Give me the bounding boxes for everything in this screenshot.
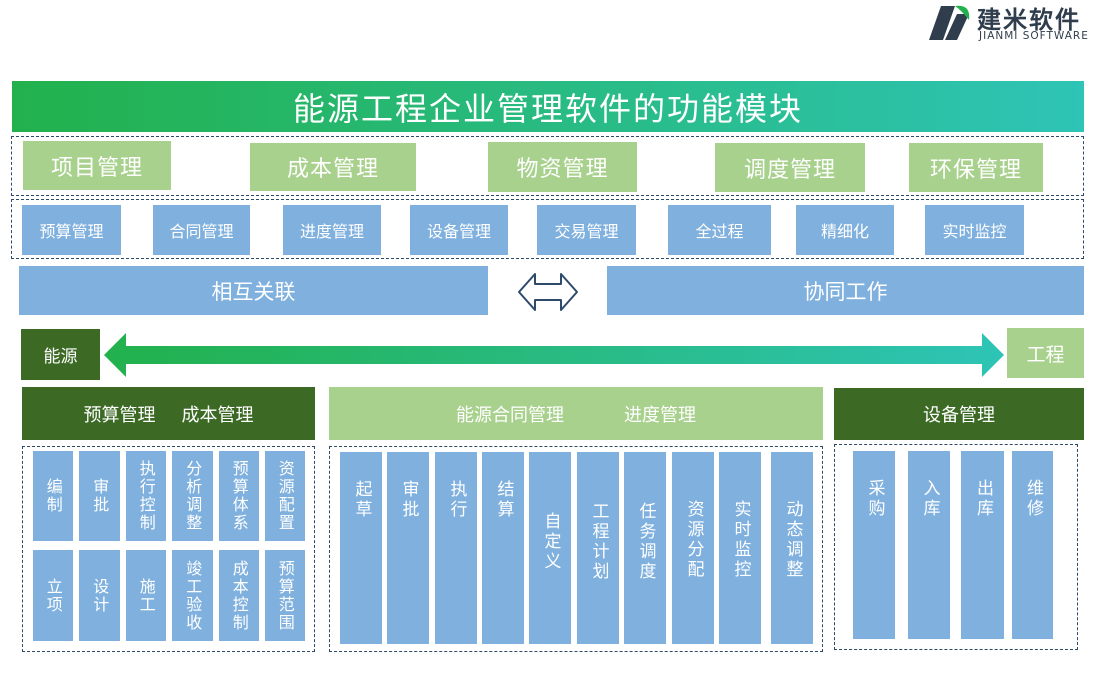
module-material: 物资管理 — [488, 142, 637, 192]
brand-logo-icon — [929, 5, 970, 40]
right-label: 出库 — [972, 479, 993, 519]
module-realtime-monitor: 实时监控 — [925, 205, 1024, 255]
mid-cell: 实时监控 — [719, 452, 761, 644]
right-cell: 维修 — [1012, 451, 1053, 639]
brand-logo: 建米软件 JIANMI SOFTWARE — [925, 0, 1100, 46]
mid-label: 执行 — [446, 480, 467, 520]
double-arrow-icon — [518, 273, 578, 311]
left-bottom-cell: 成本控制 — [219, 550, 259, 641]
module-project: 项目管理 — [23, 141, 171, 190]
cost-header-label: 成本管理 — [181, 404, 254, 426]
mid-cell: 资源分配 — [672, 452, 714, 644]
right-label: 采购 — [864, 479, 885, 519]
mid-cell: 起草 — [340, 452, 382, 644]
left-top-label: 资源配置 — [275, 460, 295, 532]
left-top-cell: 资源配置 — [265, 451, 305, 541]
contract-progress-header: 能源合同管理 进度管理 — [329, 387, 823, 440]
module-environment: 环保管理 — [909, 143, 1043, 192]
left-bottom-cell: 设计 — [79, 550, 120, 641]
left-top-cell: 审批 — [79, 451, 120, 541]
right-label: 入库 — [919, 479, 940, 519]
left-top-label: 预算体系 — [229, 460, 249, 532]
right-cell: 入库 — [908, 451, 950, 639]
left-top-label: 编制 — [43, 478, 63, 514]
left-top-label: 分析调整 — [183, 460, 203, 532]
budget-cost-header: 预算管理 成本管理 — [22, 387, 315, 440]
mid-label: 实时监控 — [730, 500, 751, 580]
mid-cell: 任务调度 — [624, 452, 666, 644]
left-bottom-label: 成本控制 — [229, 559, 249, 632]
mid-label: 资源分配 — [683, 500, 704, 580]
budget-header-label: 预算管理 — [83, 404, 156, 426]
left-bottom-label: 施工 — [136, 577, 156, 614]
mid-cell: 审批 — [387, 452, 429, 644]
left-top-cell: 分析调整 — [172, 451, 213, 541]
left-bottom-cell: 施工 — [126, 550, 166, 641]
left-top-label: 执行控制 — [136, 460, 156, 532]
module-full-process: 全过程 — [668, 205, 771, 255]
right-cell: 采购 — [853, 451, 895, 639]
module-refined: 精细化 — [796, 205, 894, 255]
equipment-header: 设备管理 — [834, 388, 1084, 440]
module-trade: 交易管理 — [537, 205, 636, 255]
relation-collaborate: 协同工作 — [607, 266, 1084, 315]
left-bottom-label: 竣工验收 — [183, 559, 203, 632]
module-budget: 预算管理 — [22, 205, 121, 255]
mid-panel-body — [329, 446, 823, 652]
page-title: 能源工程企业管理软件的功能模块 — [12, 81, 1084, 132]
mid-label: 工程计划 — [588, 502, 609, 582]
module-equipment: 设备管理 — [410, 205, 508, 255]
mid-label: 起草 — [351, 480, 372, 520]
mid-label: 自定义 — [540, 512, 561, 572]
mid-label: 结算 — [493, 480, 514, 520]
left-bottom-cell: 立项 — [33, 550, 73, 641]
mid-label: 审批 — [398, 480, 419, 520]
left-top-label: 审批 — [90, 478, 110, 514]
axis-energy: 能源 — [21, 329, 100, 380]
brand-name: 建米软件 — [977, 6, 1081, 34]
left-bottom-cell: 竣工验收 — [172, 550, 213, 641]
module-dispatch: 调度管理 — [715, 143, 865, 192]
module-row-sub — [11, 199, 1084, 259]
right-cell: 出库 — [961, 451, 1004, 639]
left-bottom-label: 预算范围 — [275, 559, 295, 632]
axis-engineering: 工程 — [1007, 328, 1084, 378]
mid-label: 任务调度 — [635, 502, 656, 582]
energy-engineering-arrow — [104, 333, 1004, 377]
module-progress: 进度管理 — [283, 205, 381, 255]
left-top-cell: 预算体系 — [219, 451, 259, 541]
page-title-text: 能源工程企业管理软件的功能模块 — [292, 89, 803, 128]
module-cost: 成本管理 — [250, 143, 416, 191]
left-top-cell: 编制 — [33, 451, 73, 541]
relation-linked: 相互关联 — [19, 266, 488, 315]
left-panel-body — [22, 446, 315, 652]
left-bottom-cell: 预算范围 — [265, 550, 305, 641]
contract-header-label: 能源合同管理 — [456, 404, 564, 426]
module-row-main — [11, 136, 1084, 196]
mid-cell: 工程计划 — [577, 452, 619, 644]
module-contract: 合同管理 — [153, 205, 250, 255]
left-bottom-label: 立项 — [43, 577, 63, 614]
mid-cell: 动态调整 — [771, 452, 813, 644]
mid-cell: 结算 — [482, 452, 524, 644]
mid-label: 动态调整 — [782, 500, 803, 580]
mid-cell: 自定义 — [529, 452, 571, 644]
left-top-cell: 执行控制 — [126, 451, 166, 541]
left-bottom-label: 设计 — [90, 577, 110, 614]
right-label: 维修 — [1022, 479, 1043, 519]
mid-cell: 执行 — [435, 452, 477, 644]
brand-sub: JIANMI SOFTWARE — [979, 30, 1089, 42]
right-panel-body — [834, 444, 1078, 650]
progress-header-label: 进度管理 — [624, 404, 696, 426]
